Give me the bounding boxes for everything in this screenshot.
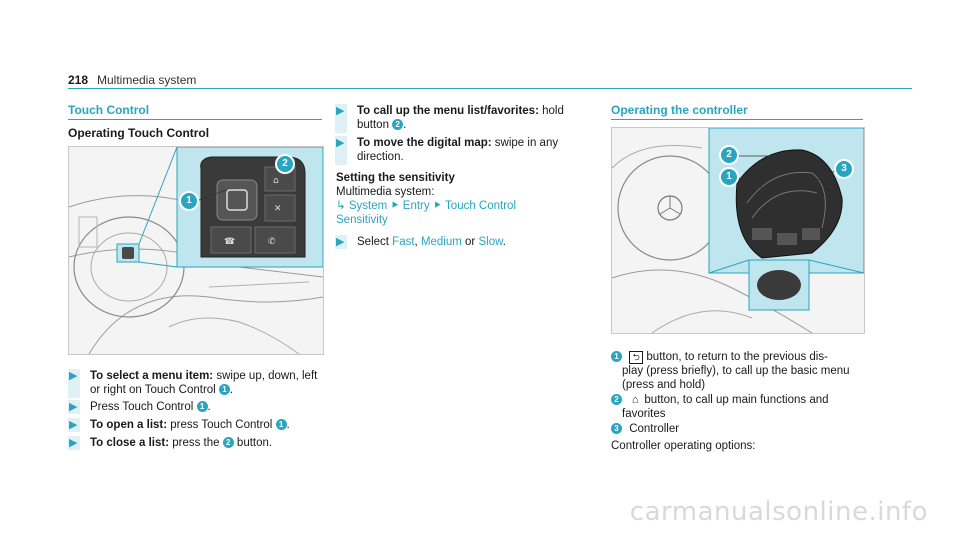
controller-options-label: Controller operating options: bbox=[611, 440, 756, 452]
controller-illustration: 2 1 3 bbox=[611, 127, 865, 334]
section-title-touch-control: Touch Control bbox=[68, 103, 150, 117]
page-number: 218 bbox=[68, 73, 89, 87]
path-separator-icon: ⯈ bbox=[432, 200, 443, 212]
section-rule bbox=[68, 119, 322, 120]
step-arrow-icon: ▶ bbox=[69, 419, 78, 431]
step-open-list: ▶ To open a list: press Touch Control 1. bbox=[68, 418, 290, 432]
setting-sensitivity-title: Setting the sensitivity bbox=[336, 172, 455, 184]
setting-path-label: Multimedia system: bbox=[336, 186, 435, 198]
section-name: Multimedia system bbox=[97, 73, 197, 87]
option-slow[interactable]: Slow bbox=[478, 236, 503, 248]
step-arrow-icon: ▶ bbox=[69, 370, 78, 382]
path-sensitivity: Sensitivity bbox=[336, 214, 388, 226]
step-arrow-icon: ▶ bbox=[336, 236, 345, 248]
option-medium[interactable]: Medium bbox=[420, 236, 462, 248]
step-press-touch-control: ▶ Press Touch Control 1. bbox=[68, 400, 211, 414]
step-arrow-icon: ▶ bbox=[336, 105, 345, 117]
step-select-menu-item: ▶ To select a menu item: swipe up, down,… bbox=[68, 369, 318, 398]
callout-2: 2 bbox=[275, 154, 295, 174]
callout-3: 3 bbox=[834, 159, 854, 179]
svg-text:✆: ✆ bbox=[268, 237, 276, 247]
option-fast[interactable]: Fast bbox=[392, 236, 415, 248]
step-close-list: ▶ To close a list: press the 2 button. bbox=[68, 436, 273, 450]
legend-item-home-button: 2 ⌂ button, to call up main functions an… bbox=[611, 393, 871, 421]
callout-1: 1 bbox=[719, 167, 739, 187]
dashboard-drawing: ⌂ ✕ ☎ ✆ bbox=[69, 147, 323, 354]
header-rule bbox=[68, 88, 912, 89]
step-arrow-icon: ▶ bbox=[69, 437, 78, 449]
section-rule bbox=[611, 119, 863, 120]
touch-control-illustration: ⌂ ✕ ☎ ✆ 1 2 bbox=[68, 146, 324, 355]
step-arrow-icon: ▶ bbox=[69, 401, 78, 413]
watermark: carmanualsonline.info bbox=[629, 497, 928, 527]
step-move-digital-map: ▶ To move the digital map: swipe in any … bbox=[335, 136, 559, 165]
step-arrow-icon: ▶ bbox=[336, 137, 345, 149]
svg-text:✕: ✕ bbox=[274, 204, 282, 214]
menu-path: ↳ System ⯈ Entry ⯈ Touch Control bbox=[336, 199, 596, 213]
legend-item-back-button: 1 ⮌ button, to return to the previous di… bbox=[611, 350, 871, 392]
home-icon: ⌂ bbox=[631, 394, 639, 406]
path-touch-control[interactable]: Touch Control bbox=[445, 200, 517, 212]
step-call-menu-list: ▶ To call up the menu list/favorites: ho… bbox=[335, 104, 564, 133]
path-arrow-icon: ↳ bbox=[336, 200, 346, 212]
console-drawing bbox=[612, 128, 864, 333]
svg-text:⌂: ⌂ bbox=[273, 176, 279, 186]
section-title-operating-controller: Operating the controller bbox=[611, 103, 748, 117]
callout-1: 1 bbox=[179, 191, 199, 211]
path-system[interactable]: System bbox=[348, 200, 388, 212]
step-select-sensitivity: ▶ Select Fast, Medium or Slow. bbox=[335, 235, 506, 249]
back-arrow-icon: ⮌ bbox=[629, 351, 644, 364]
legend-item-controller: 3 Controller bbox=[611, 422, 871, 436]
svg-text:☎: ☎ bbox=[224, 237, 235, 247]
path-entry[interactable]: Entry bbox=[402, 200, 430, 212]
path-separator-icon: ⯈ bbox=[390, 200, 400, 212]
callout-2: 2 bbox=[719, 145, 739, 165]
subtitle-operating-touch-control: Operating Touch Control bbox=[68, 126, 210, 140]
